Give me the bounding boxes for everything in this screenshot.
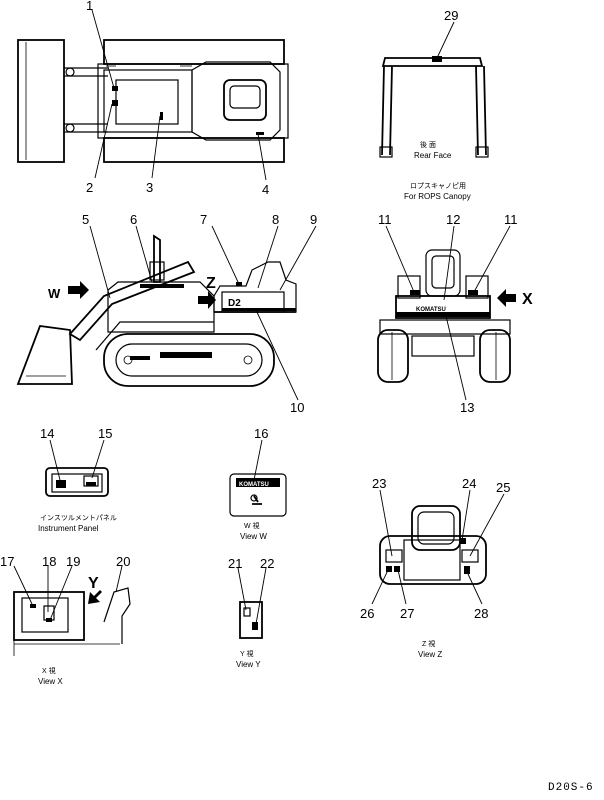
view-arrow-z-label: Z [206,275,216,292]
callout-8: 8 [272,212,279,227]
track-right [103,137,285,163]
view-x-caption-en: View X [38,677,63,686]
view-arrow-y-label: Y [88,575,99,592]
callout-12: 12 [446,212,460,227]
callout-7: 7 [200,212,207,227]
callout-28: 28 [474,606,488,621]
view-arrow-w-label: W [48,286,61,301]
leader-lines [13,9,511,625]
callout-6: 6 [130,212,137,227]
rear-face-caption-en: Rear Face [414,151,452,160]
captions: 後 面 Rear Face ロプスキャノピ用 For ROPS Canopy イ… [38,140,471,686]
callout-9: 9 [310,212,317,227]
top-view-drawing [17,39,289,163]
rops-canopy-drawing [379,56,489,158]
callout-25: 25 [496,480,510,495]
decal-komatsu-view-w: KOMATSU [239,482,269,488]
view-w-caption-jp: W 視 [244,521,260,530]
callout-27: 27 [400,606,414,621]
callout-26: 26 [360,606,374,621]
callout-23: 23 [372,476,386,491]
rear-face-caption-jp: 後 面 [420,140,436,149]
view-z-caption-en: View Z [418,650,442,659]
callout-14: 14 [40,426,54,441]
view-z-drawing [379,505,487,585]
callout-24: 24 [462,476,476,491]
view-arrow-y: Y [88,575,102,604]
callout-18: 18 [42,554,56,569]
callout-16: 16 [254,426,268,441]
view-y-drawing [239,601,263,639]
view-x-caption-jp: X 視 [42,666,56,675]
callout-19: 19 [66,554,80,569]
callout-13: 13 [460,400,474,415]
view-z-caption-jp: Z 視 [422,639,435,648]
decal-model-d2: D2 [228,298,241,309]
view-arrow-x-label: X [522,291,533,308]
view-x-drawing [13,587,131,656]
callout-numbers: 1 2 3 4 29 5 6 7 8 9 10 11 12 11 13 14 1… [0,0,518,621]
view-arrow-x: X [497,289,533,308]
view-y-caption-en: View Y [236,660,261,669]
callout-3: 3 [146,180,153,195]
view-w-caption-en: View W [240,532,267,541]
instrument-panel-drawing [45,467,109,497]
arrow-left-icon [497,289,516,307]
callout-5: 5 [82,212,89,227]
callout-4: 4 [262,182,269,197]
decal-komatsu-rear: KOMATSU [416,307,446,313]
side-view-drawing [16,234,297,387]
view-arrow-z: Z [198,275,216,309]
callout-22: 22 [260,556,274,571]
drawing-code: D20S-6 [548,782,594,794]
callout-11-right: 11 [504,212,518,227]
callout-1: 1 [86,0,93,13]
callout-15: 15 [98,426,112,441]
instrument-caption-jp: インスツルメントパネル [40,514,117,522]
arrow-right-icon [198,291,216,309]
rear-view-drawing [377,249,511,383]
view-y-caption-jp: Y 視 [240,649,254,658]
view-w-drawing [229,473,287,517]
bucket-outline [16,325,73,385]
callout-29: 29 [444,8,458,23]
arrow-right-icon [68,281,89,299]
track-left [103,39,285,65]
callout-21: 21 [228,556,242,571]
blade-outline [17,39,65,163]
callout-2: 2 [86,180,93,195]
callout-20: 20 [116,554,130,569]
arrow-diagonal-icon [88,590,102,604]
callout-10: 10 [290,400,304,415]
callout-17: 17 [0,554,14,569]
rops-caption-en: For ROPS Canopy [404,192,471,201]
instrument-caption-en: Instrument Panel [38,524,99,533]
callout-11-left: 11 [378,212,392,227]
rops-caption-jp: ロプスキャノピ用 [410,182,466,190]
view-arrow-w: W [48,281,89,301]
